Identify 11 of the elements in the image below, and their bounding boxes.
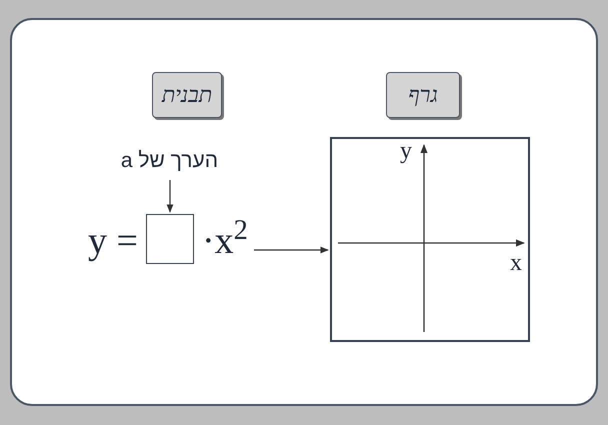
formula-text: y =: [88, 222, 138, 260]
tab-button: תבנית: [152, 72, 222, 118]
axis-label: y: [400, 139, 412, 163]
annotation-text: הערך של a: [122, 150, 218, 171]
blank-square: [146, 214, 194, 264]
arrow: [166, 180, 174, 213]
axis-label: x: [510, 251, 522, 275]
tab-button: גרף: [386, 72, 460, 118]
arrow: [254, 246, 329, 254]
formula-text: ·x$^{2}$: [202, 222, 248, 260]
graph-box: [330, 137, 530, 342]
